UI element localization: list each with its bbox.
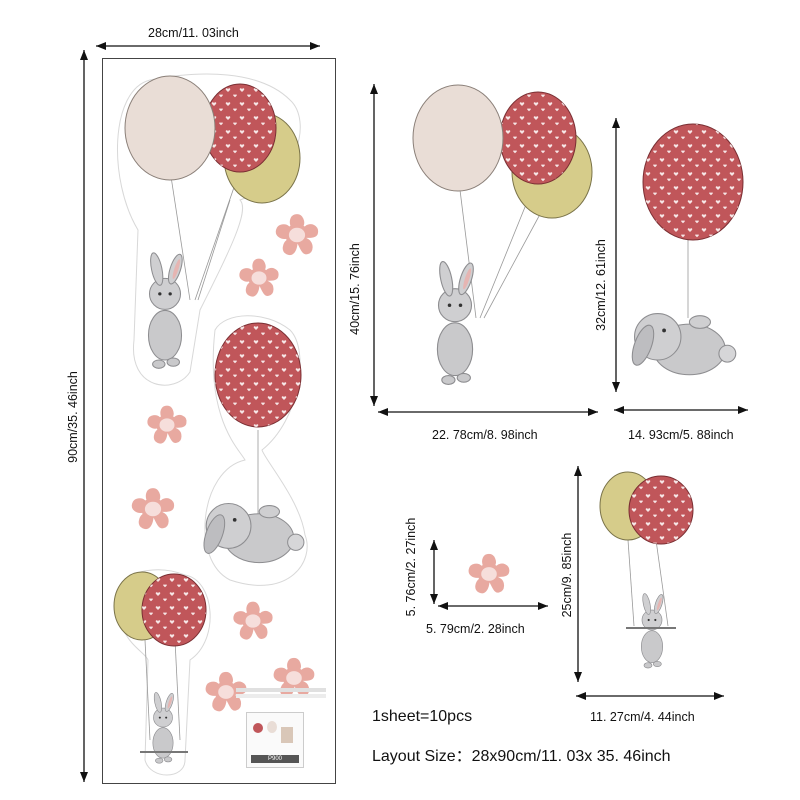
thumb-code: P900	[251, 755, 299, 763]
large-bunny-width-label: 22. 78cm/8. 98inch	[432, 428, 538, 442]
flower-width-label: 5. 79cm/2. 28inch	[426, 622, 525, 636]
swing-bunny-height-label: 25cm/9. 85inch	[560, 532, 574, 618]
sheet-fine-print	[236, 686, 326, 700]
layout-size: Layout Size：28x90cm/11. 03x 35. 46inch	[372, 748, 671, 765]
beige-balloon-1	[124, 75, 216, 181]
sheet-count: 1sheet=10pcs	[372, 708, 473, 725]
sheet-width-label: 28cm/11. 03inch	[148, 26, 239, 40]
sheet-thumbnail: P900	[246, 712, 304, 768]
swing-bunny-width-label: 11. 27cm/4. 44inch	[590, 710, 695, 724]
single-balloon-width-label: 14. 93cm/5. 88inch	[628, 428, 734, 442]
